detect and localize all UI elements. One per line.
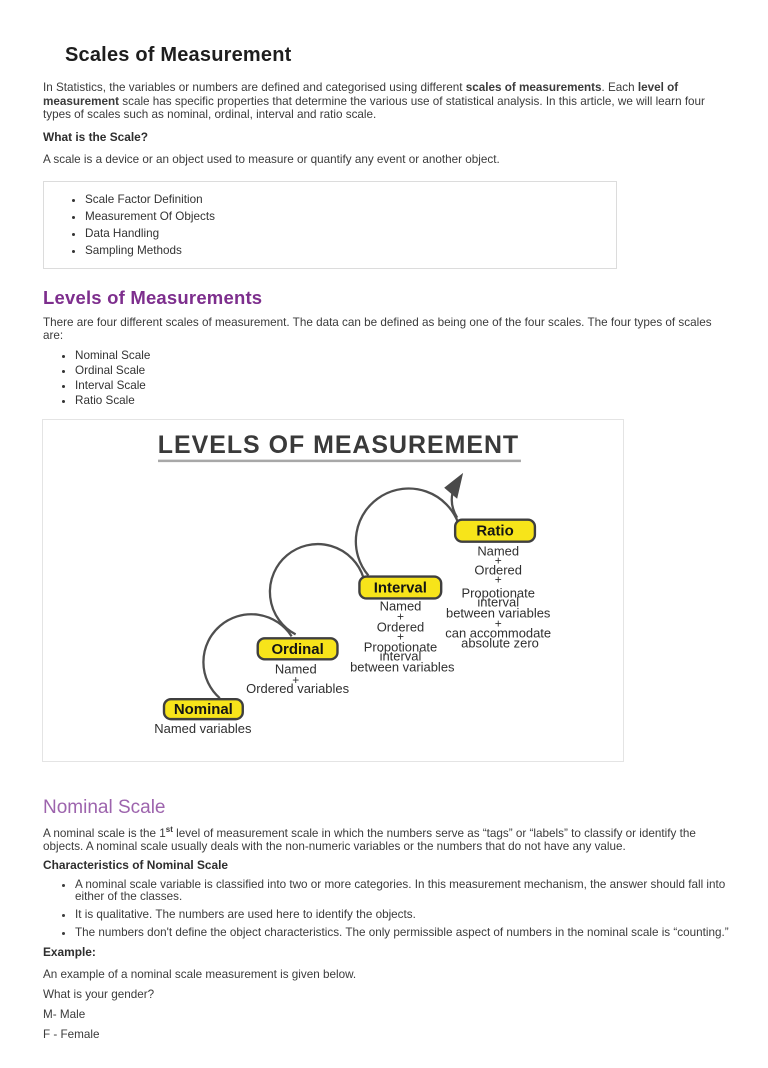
interval-sub-text: Named + Ordered + Propotionate interval … <box>350 598 455 674</box>
list-item: Interval Scale <box>75 379 733 392</box>
document-page: Scales of Measurement In Statistics, the… <box>0 44 768 1041</box>
nominal-paragraph: A nominal scale is the 1st level of meas… <box>43 823 733 854</box>
arrow-head-icon <box>444 472 464 499</box>
ordinal-sub-text: Named + Ordered variables <box>246 661 349 696</box>
list-item: Ordinal Scale <box>75 364 733 377</box>
list-item: Scale Factor Definition <box>85 193 606 205</box>
list-item: Sampling Methods <box>85 244 606 256</box>
nominal-scale-heading: Nominal Scale <box>43 796 166 818</box>
list-item: The numbers don't define the object char… <box>75 926 733 940</box>
example-heading: Example: <box>43 945 96 960</box>
interval-box-label: Interval <box>374 579 427 596</box>
interval-box <box>358 574 443 600</box>
nominal-sub-text: Named variables <box>154 721 252 736</box>
page-title: Scales of Measurement <box>65 44 292 66</box>
diagram-title: LEVELS OF MEASUREMENT <box>158 430 519 458</box>
characteristics-heading: Characteristics of Nominal Scale <box>43 858 229 873</box>
diagram-svg: LEVELS OF MEASUREMENT Nominal Named vari… <box>154 430 554 736</box>
ordinal-box-label: Ordinal <box>271 640 323 657</box>
ratio-box-label: Ratio <box>476 522 513 539</box>
arc-nominal-to-ordinal <box>202 612 293 699</box>
levels-intro: There are four different scales of measu… <box>43 315 712 343</box>
nominal-text-1: A nominal scale is the 1 <box>43 826 166 840</box>
list-item: Ratio Scale <box>75 394 733 407</box>
ratio-box <box>453 518 537 543</box>
intro-paragraph: In Statistics, the variables or numbers … <box>43 81 733 122</box>
what-is-scale-body: A scale is a device or an object used to… <box>43 153 500 166</box>
intro-text-2: . Each <box>601 81 638 94</box>
superscript-st: st <box>165 824 173 834</box>
list-item: Measurement Of Objects <box>85 210 606 222</box>
topics-box: Scale Factor Definition Measurement Of O… <box>43 180 617 269</box>
scales-list: Nominal Scale Ordinal Scale Interval Sca… <box>43 349 733 407</box>
levels-heading: Levels of Measurements <box>43 286 263 308</box>
nominal-box-label: Nominal <box>174 701 233 718</box>
intro-text-1: In Statistics, the variables or numbers … <box>43 81 466 94</box>
example-line: M- Male <box>43 1007 86 1021</box>
example-line: F - Female <box>43 1027 100 1041</box>
topics-list: Scale Factor Definition Measurement Of O… <box>54 193 606 256</box>
what-is-scale-heading: What is the Scale? <box>43 129 149 144</box>
list-item: Nominal Scale <box>75 349 733 362</box>
nominal-text-2: level of measurement scale in which the … <box>43 826 696 853</box>
nominal-box <box>162 697 244 720</box>
levels-of-measurement-diagram: LEVELS OF MEASUREMENT Nominal Named vari… <box>42 418 624 762</box>
example-line: What is your gender? <box>43 987 155 1001</box>
list-item: Data Handling <box>85 227 606 239</box>
arc-interval-to-ratio <box>354 486 460 576</box>
arc-ordinal-to-interval <box>268 542 365 635</box>
list-item: It is qualitative. The numbers are used … <box>75 908 733 922</box>
list-item: A nominal scale variable is classified i… <box>75 878 733 904</box>
characteristics-list: A nominal scale variable is classified i… <box>43 878 733 940</box>
intro-bold-1: scales of measurements <box>465 81 602 94</box>
ratio-sub-text: Named + Ordered + Propotionate interval … <box>445 543 554 650</box>
ordinal-box <box>256 636 339 660</box>
intro-bold-2: level of measurement <box>43 81 679 108</box>
example-line: An example of a nominal scale measuremen… <box>43 967 357 981</box>
intro-text-3: scale has specific properties that deter… <box>43 94 705 122</box>
